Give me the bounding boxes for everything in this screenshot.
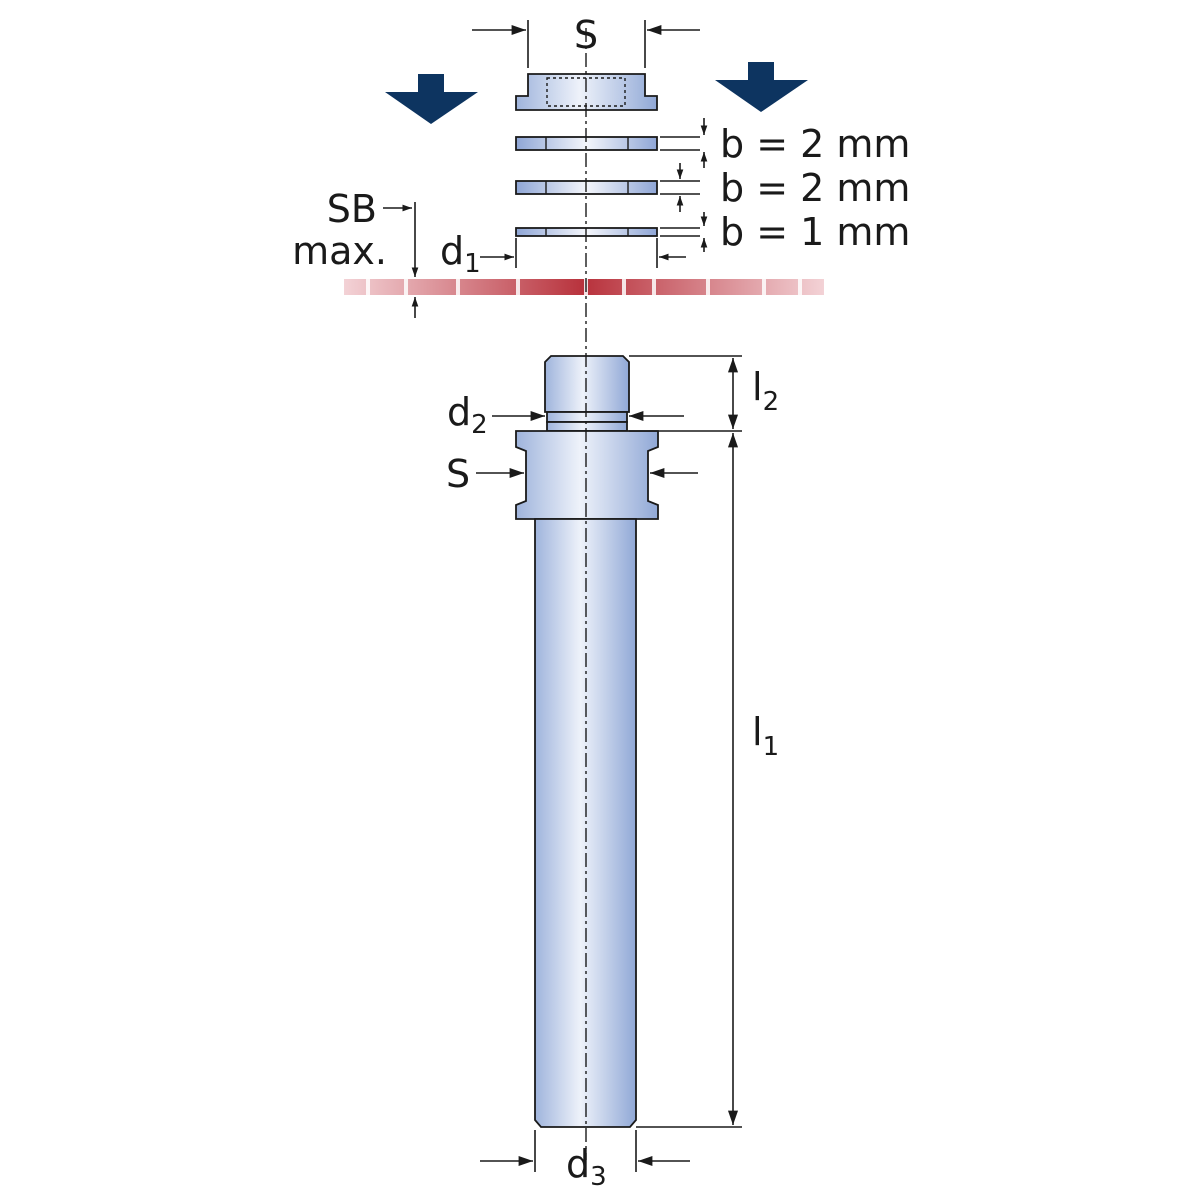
label-d2: d2 <box>447 390 488 440</box>
label-sb: SB <box>327 187 377 231</box>
label-l2: l2 <box>752 365 779 417</box>
label-s-side: S <box>446 452 470 496</box>
press-arrow-left-icon <box>385 74 478 124</box>
sheet-metal <box>344 279 824 295</box>
label-max: max. <box>292 229 387 273</box>
label-b-washer-2: b = 2 mm <box>720 166 910 210</box>
label-d1: d1 <box>440 229 481 279</box>
press-arrow-right-icon <box>715 62 808 112</box>
label-b-washer-3: b = 1 mm <box>720 210 910 254</box>
label-s-top: S <box>574 13 598 57</box>
pin-collar <box>515 430 659 520</box>
label-d3: d3 <box>566 1142 607 1192</box>
label-l1: l1 <box>752 710 779 762</box>
label-b-washer-1: b = 2 mm <box>720 122 910 166</box>
pin-thread <box>544 355 630 432</box>
b-dim-lines <box>660 118 708 252</box>
